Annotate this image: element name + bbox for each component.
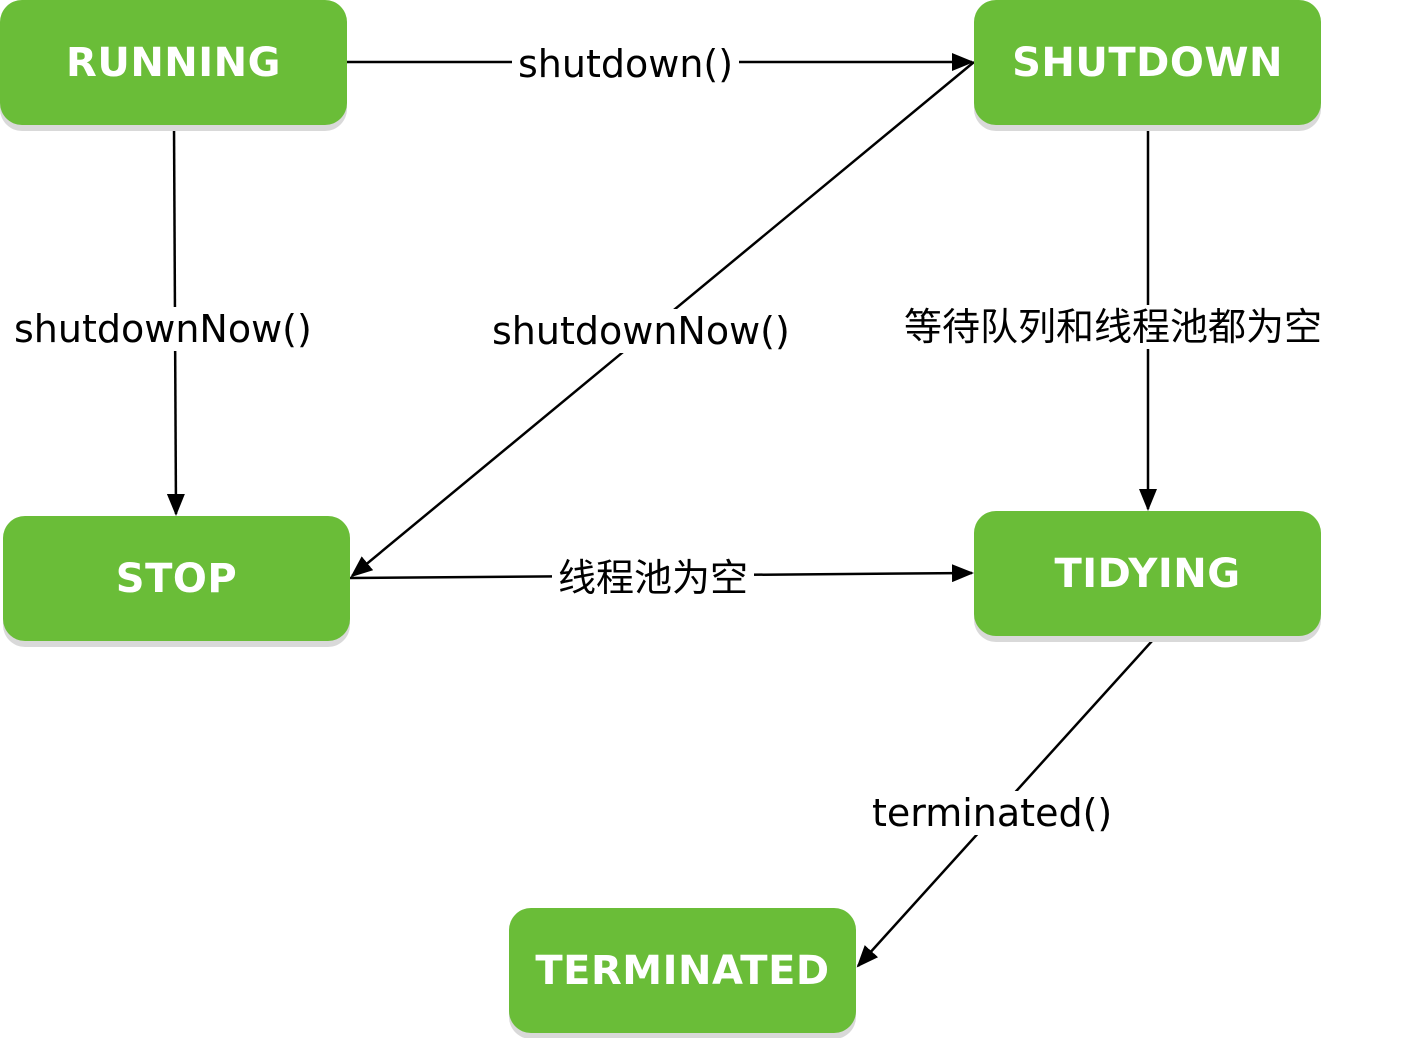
transition-label-running-to-stop: shutdownNow()	[8, 307, 318, 351]
transition-label-tidying-to-terminated: terminated()	[866, 791, 1119, 835]
state-running: RUNNING	[0, 0, 347, 125]
state-terminated: TERMINATED	[509, 908, 856, 1033]
transition-label-shutdown-to-tidying: 等待队列和线程池都为空	[898, 305, 1329, 349]
state-tidying: TIDYING	[974, 511, 1321, 636]
state-stop: STOP	[3, 516, 350, 641]
transition-label-shutdown-to-stop: shutdownNow()	[486, 309, 796, 353]
state-stop-label: STOP	[115, 555, 238, 602]
state-shutdown-label: SHUTDOWN	[1012, 39, 1283, 86]
state-terminated-label: TERMINATED	[535, 947, 830, 994]
transition-label-running-to-shutdown: shutdown()	[512, 42, 740, 86]
state-shutdown: SHUTDOWN	[974, 0, 1321, 125]
state-running-label: RUNNING	[66, 39, 281, 86]
transition-label-stop-to-tidying: 线程池为空	[552, 556, 755, 600]
state-tidying-label: TIDYING	[1054, 550, 1241, 597]
